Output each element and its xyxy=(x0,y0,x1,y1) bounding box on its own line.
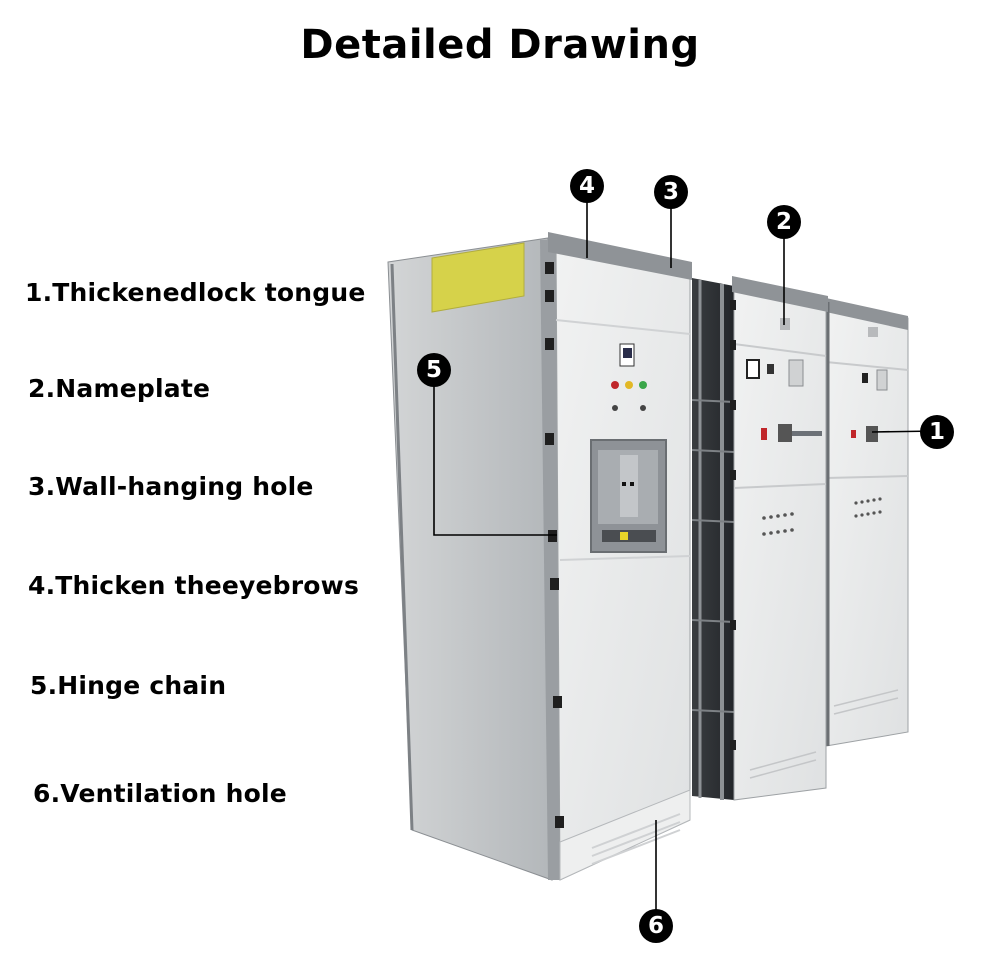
callout-badge-1: 1 xyxy=(920,415,954,449)
legend-item-hinge-chain: 5.Hinge chain xyxy=(30,671,227,700)
legend-item-nameplate: 2.Nameplate xyxy=(28,374,211,403)
cabinet-middle xyxy=(691,276,828,801)
callout-badge-2: 2 xyxy=(767,205,801,239)
callout-badge-6: 6 xyxy=(639,909,673,943)
legend-item-ventilation-hole: 6.Ventilation hole xyxy=(33,779,287,808)
callout-badge-4: 4 xyxy=(570,169,604,203)
page-title: Detailed Drawing xyxy=(300,22,700,68)
callout-badge-5: 5 xyxy=(417,353,451,387)
legend-item-wall-hanging-hole: 3.Wall-hanging hole xyxy=(28,472,314,501)
cabinet-right xyxy=(825,298,909,747)
cabinet-left xyxy=(387,232,692,881)
legend-item-lock-tongue: 1.Thickenedlock tongue xyxy=(25,278,366,307)
legend-item-eyebrow: 4.Thicken theeyebrows xyxy=(28,571,360,600)
callout-badge-3: 3 xyxy=(654,175,688,209)
